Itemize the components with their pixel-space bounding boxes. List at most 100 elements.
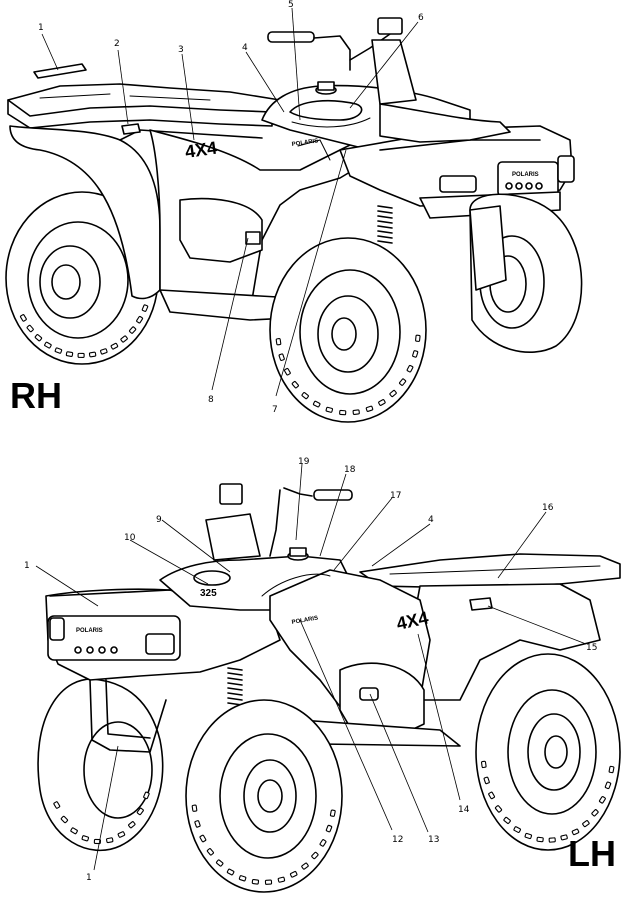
tire-tread-block: [312, 400, 321, 408]
tire-tread-block: [128, 821, 136, 829]
tire-tread-block: [365, 405, 374, 412]
rh-callout-5: 5: [288, 0, 294, 10]
rh-callout-3: 3: [178, 45, 184, 55]
tire-tread-block: [399, 378, 407, 386]
tire-tread-block: [120, 335, 128, 343]
tire-tread-block: [238, 875, 247, 882]
tire-tread-block: [483, 776, 490, 785]
spring-coil: [227, 687, 243, 691]
tire-tread-block: [598, 796, 606, 804]
tire-tread-block: [319, 839, 327, 847]
lh-body: POLARIS 325 POLARIS 4X4: [45, 483, 621, 753]
tire-tread-block: [480, 760, 487, 769]
rh-callout-1: 1: [38, 23, 44, 33]
tire-tread-block: [65, 351, 74, 357]
lh-side-label: LH: [568, 833, 616, 874]
tire-tread-block: [128, 326, 137, 334]
lh-callout-10: 10: [124, 533, 136, 543]
rh-view: POLARIS: [5, 0, 583, 423]
spring-coil: [377, 235, 393, 239]
tire-tread-block: [19, 314, 27, 322]
tire-tread-block: [339, 409, 347, 416]
tire-tread-block: [81, 835, 90, 842]
lh-callout-13: 13: [428, 835, 439, 845]
rh-callout-6: 6: [418, 13, 424, 23]
tire-tread-block: [503, 816, 511, 824]
rh-callout-7: 7: [272, 405, 278, 415]
tire-tread-block: [608, 765, 615, 774]
tire-tread-block: [136, 807, 144, 816]
lh-side-brand-text: POLARIS: [291, 615, 318, 626]
lh-callout-19: 19: [298, 457, 310, 467]
tire-tread-block: [513, 826, 521, 833]
lh-callout-16: 16: [542, 503, 554, 513]
tire-tread-block: [283, 367, 291, 376]
spring-coil: [227, 667, 243, 671]
tire-tread-block: [206, 848, 215, 856]
rh-callout-2: 2: [114, 39, 120, 49]
tire-tread-block: [378, 399, 386, 406]
rh-side-label: RH: [10, 375, 62, 416]
lh-callout-18: 18: [344, 465, 356, 475]
tire-tread-block: [110, 342, 119, 350]
spring-coil: [377, 240, 393, 244]
tire-tread-block: [275, 338, 282, 346]
tire-tread-block: [582, 820, 590, 828]
tire-tread-block: [560, 834, 568, 841]
spring-coil: [377, 230, 393, 234]
spring-coil: [227, 677, 243, 681]
spring-coil: [227, 697, 243, 701]
tire-tread-block: [389, 389, 397, 398]
lh-rear-wheel: [475, 653, 621, 851]
tire-tread-block: [141, 304, 149, 312]
spring-coil: [227, 682, 243, 686]
tire-tread-block: [143, 791, 150, 800]
lh-front-wheel: [185, 699, 343, 893]
tire-tread-block: [53, 801, 61, 809]
tire-tread-block: [44, 341, 52, 349]
lh-view: POLARIS 325 POLARIS 4X4: [24, 457, 621, 893]
tire-tread-block: [70, 827, 78, 835]
tire-tread-block: [136, 315, 144, 324]
lh-callout-15: 15: [586, 643, 597, 653]
tire-tread-block: [604, 781, 612, 790]
rh-callout-4: 4: [242, 43, 248, 53]
tire-tread-block: [548, 837, 556, 843]
spring-coil: [377, 210, 393, 214]
tire-tread-block: [325, 406, 334, 413]
tire-tread-block: [215, 859, 224, 867]
tire-tread-block: [77, 352, 85, 358]
spring-coil: [377, 215, 393, 219]
tire-tread-block: [301, 862, 309, 870]
lh-callout-1: 1: [24, 561, 30, 571]
tire-tread-block: [591, 809, 599, 817]
tire-tread-block: [524, 832, 533, 840]
spring-coil: [377, 220, 393, 224]
tire-tread-block: [191, 804, 198, 812]
tire-tread-block: [352, 409, 360, 415]
tire-tread-block: [536, 836, 544, 843]
tire-tread-block: [117, 831, 126, 838]
tire-tread-block: [415, 334, 421, 342]
tire-tread-block: [325, 824, 333, 833]
rh-4x4-decal: 4X4: [184, 138, 219, 162]
spring-coil: [377, 205, 393, 209]
tire-tread-block: [226, 868, 235, 876]
lh-front-brand-text: POLARIS: [76, 628, 103, 634]
rh-callouts: 1 2 3 4 5 6 7 8: [38, 0, 424, 415]
lh-front-left-wheel: [37, 678, 164, 851]
tire-tread-block: [100, 348, 108, 355]
tire-tread-block: [301, 392, 309, 400]
spring-coil: [227, 692, 243, 696]
rh-far-wheel: [469, 193, 583, 353]
tire-tread-block: [199, 834, 207, 843]
tire-tread-block: [194, 820, 201, 828]
tire-tread-block: [251, 879, 260, 885]
rh-body: POLARIS: [7, 17, 575, 321]
tire-tread-block: [34, 334, 43, 342]
tire-tread-block: [60, 815, 69, 824]
lh-callout-14: 14: [458, 805, 470, 815]
lh-callout-9: 9: [156, 515, 162, 525]
rh-callout-8: 8: [208, 395, 214, 405]
